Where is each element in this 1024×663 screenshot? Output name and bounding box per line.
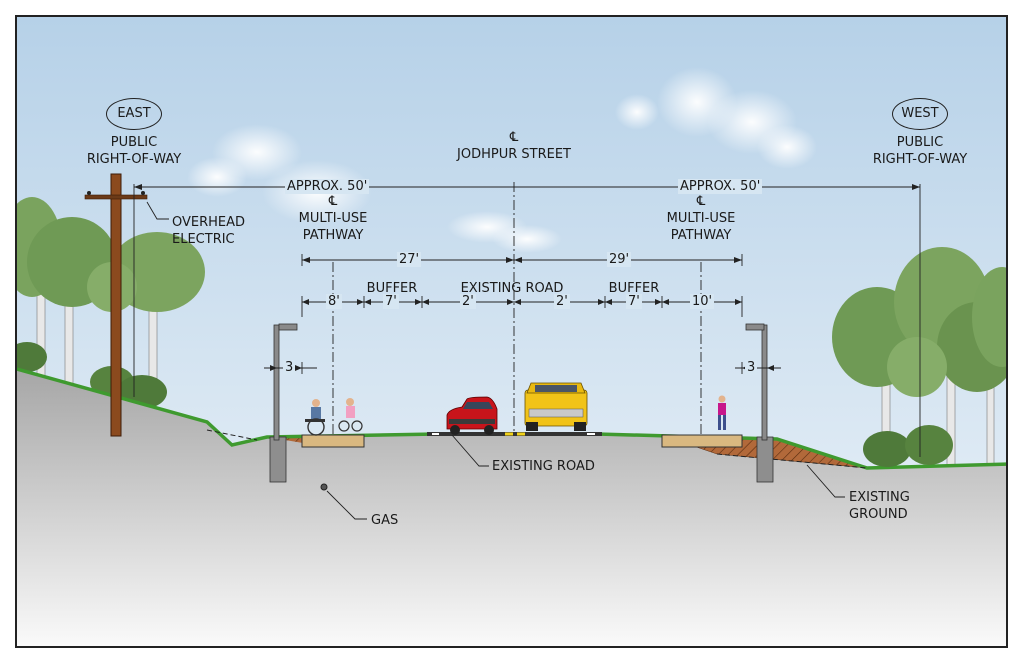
- segment-7-right-label: 7': [626, 294, 642, 309]
- existing-grade-line: [206, 429, 258, 441]
- dimension-29-label: 29': [607, 252, 632, 267]
- cyclist: [338, 398, 363, 432]
- cloud: [615, 67, 817, 169]
- buffer-right-label: BUFFER: [608, 281, 660, 296]
- cloud: [447, 211, 562, 253]
- leader-existing-road: [451, 434, 489, 467]
- leader-ground: [806, 464, 845, 498]
- segment-2-right-label: 2': [554, 294, 570, 309]
- red-car: [446, 396, 498, 435]
- utility-pole: [84, 173, 148, 437]
- segment-7-left-label: 7': [383, 294, 399, 309]
- multi-use-pathway-left: [301, 434, 365, 448]
- leader-gas: [326, 490, 367, 520]
- street-light-left: [269, 323, 298, 483]
- west-direction-label: WEST: [892, 98, 948, 130]
- segment-2-left-label: 2': [460, 294, 476, 309]
- shrub-group: [863, 425, 953, 467]
- dimension-27-label: 27': [397, 252, 422, 267]
- light-offset-left-label: 3: [283, 360, 296, 375]
- leader-overhead: [146, 201, 169, 220]
- gas-label: GAS: [371, 513, 399, 528]
- gas-line-marker: [320, 483, 328, 491]
- existing-road-top-label: EXISTING ROAD: [460, 281, 564, 296]
- wheelchair-user: [305, 399, 325, 436]
- existing-grade-line: [716, 453, 868, 469]
- multi-use-pathway-right: [661, 434, 743, 448]
- east-direction-label: EAST: [106, 98, 162, 130]
- segment-10-label: 10': [690, 294, 715, 309]
- buffer-left-label: BUFFER: [366, 281, 418, 296]
- street-light-right: [745, 323, 774, 483]
- light-offset-right-label: 3: [745, 360, 758, 375]
- approx-50-left-label: APPROX. 50': [285, 179, 370, 194]
- cross-section-scene: [17, 17, 1006, 646]
- segment-8-label: 8': [326, 294, 342, 309]
- street-centerline-label: ℄ JODHPUR STREET: [457, 130, 571, 162]
- existing-road-bottom-label: EXISTING ROAD: [492, 459, 595, 474]
- pedestrian: [718, 395, 726, 430]
- approx-50-right-label: APPROX. 50': [678, 179, 763, 194]
- yellow-truck: [524, 382, 588, 431]
- road-surface: [427, 432, 602, 436]
